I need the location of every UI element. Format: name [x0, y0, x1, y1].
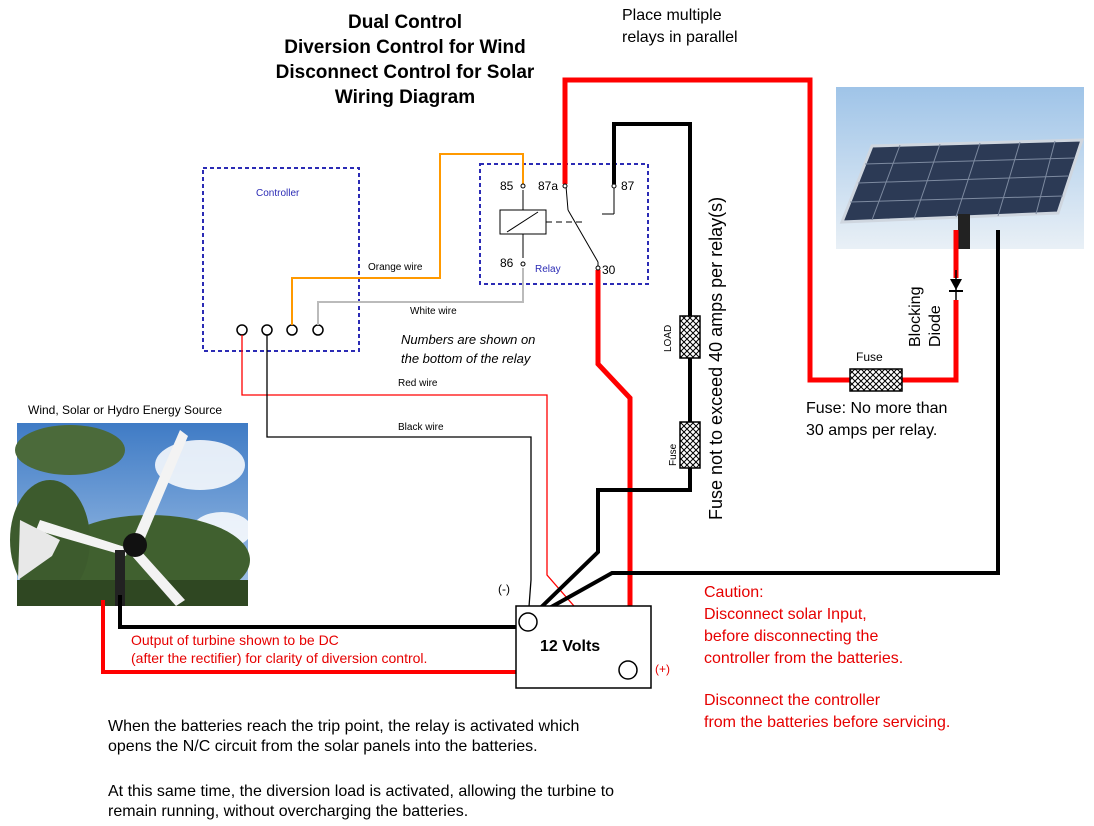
solar-fuse-note-line: 30 amps per relay.	[806, 422, 938, 439]
caution-line: from the batteries before servicing.	[704, 714, 951, 731]
solar-fuse-note: Fuse: No more than 30 amps per relay.	[806, 398, 947, 442]
load-resistor	[679, 315, 701, 359]
blocking-diode-line: Blocking	[907, 286, 924, 347]
energy-source-label: Wind, Solar or Hydro Energy Source	[28, 403, 223, 417]
pin-30-label: 30	[602, 263, 616, 277]
caution-line: Caution:	[704, 584, 764, 601]
explanation-text-2: At this same time, the diversion load is…	[108, 782, 614, 822]
explanation-line: remain running, without overcharging the…	[108, 803, 469, 820]
blocking-diode	[949, 270, 963, 300]
parallel-note-line: relays in parallel	[622, 29, 738, 46]
pin-87-label: 87	[621, 179, 635, 193]
load-label: LOAD	[663, 324, 674, 352]
caution-line: Disconnect solar Input,	[704, 606, 867, 623]
pin-85-label: 85	[500, 179, 514, 193]
pin-86-label: 86	[500, 256, 514, 270]
relay-30-red-wire	[595, 270, 633, 665]
controller-terminals	[236, 324, 324, 336]
orange-wire-label: Orange wire	[368, 262, 423, 273]
battery-label: 12 Volts	[540, 638, 601, 655]
black-wire-label: Black wire	[398, 422, 444, 433]
parallel-note: Place multiple relays in parallel	[622, 5, 738, 49]
controller-box	[202, 167, 360, 352]
white-wire	[317, 268, 524, 325]
relay-87-black-wire	[612, 122, 692, 316]
controller-label: Controller	[256, 188, 300, 199]
solar-neg-black-wire	[527, 230, 1000, 622]
title-line: Diversion Control for Wind	[284, 37, 526, 58]
fuse-limit-label: Fuse not to exceed 40 amps per relay(s)	[706, 196, 726, 520]
fuse-to-battery-neg-wire	[526, 468, 692, 622]
numbers-note: Numbers are shown on the bottom of the r…	[401, 330, 535, 368]
solar-fuse-note-line: Fuse: No more than	[806, 400, 948, 417]
turbine-output-line: Output of turbine shown to be DC	[131, 632, 339, 648]
turbine-neg-wire	[118, 595, 522, 629]
numbers-note-line: the bottom of the relay	[401, 351, 531, 366]
orange-wire	[291, 153, 524, 325]
relay-internals	[499, 185, 615, 272]
load-fuse	[679, 421, 701, 469]
caution-line: controller from the batteries.	[704, 650, 904, 667]
diagram-title: Dual Control Diversion Control for Wind …	[200, 10, 610, 110]
explanation-line: opens the N/C circuit from the solar pan…	[108, 738, 538, 755]
caution-spacer	[704, 670, 950, 690]
wind-turbine-image	[10, 423, 252, 606]
relay-pins	[520, 183, 617, 271]
turbine-pos-wire	[101, 600, 622, 674]
title-line: Wiring Diagram	[334, 87, 476, 108]
solar-fuse-label: Fuse	[856, 350, 883, 364]
explanation-text-1: When the batteries reach the trip point,…	[108, 717, 579, 757]
solar-fuse	[849, 368, 903, 392]
turbine-output-note: Output of turbine shown to be DC (after …	[131, 631, 427, 667]
controller-black-wire	[266, 335, 532, 621]
battery-neg-label: (-)	[498, 582, 510, 596]
load-fuse-label: Fuse	[668, 443, 679, 466]
pin-87a-label: 87a	[538, 179, 559, 193]
relay-label: Relay	[535, 264, 561, 275]
battery-pos-terminal	[618, 660, 638, 680]
caution-note: Caution: Disconnect solar Input, before …	[704, 582, 950, 734]
red-wire-label: Red wire	[398, 378, 438, 389]
fuse-to-diode-wire	[902, 300, 959, 383]
caution-line: before disconnecting the	[704, 628, 879, 645]
title-line: Disconnect Control for Solar	[275, 62, 535, 83]
solar-panel-image	[836, 87, 1085, 249]
numbers-note-line: Numbers are shown on	[401, 332, 536, 347]
battery-pos-label: (+)	[655, 662, 670, 676]
battery-neg-terminal	[518, 612, 538, 632]
blocking-diode-label: Blocking Diode	[906, 287, 946, 347]
turbine-output-line: (after the rectifier) for clarity of div…	[131, 650, 428, 666]
parallel-note-line: Place multiple	[622, 7, 722, 24]
explanation-line: When the batteries reach the trip point,…	[108, 718, 580, 735]
caution-line: Disconnect the controller	[704, 692, 881, 709]
blocking-diode-line: Diode	[927, 305, 944, 347]
white-wire-label: White wire	[410, 306, 457, 317]
explanation-line: At this same time, the diversion load is…	[108, 783, 615, 800]
title-line: Dual Control	[348, 12, 462, 33]
relay-87a-red-wire	[562, 77, 850, 383]
